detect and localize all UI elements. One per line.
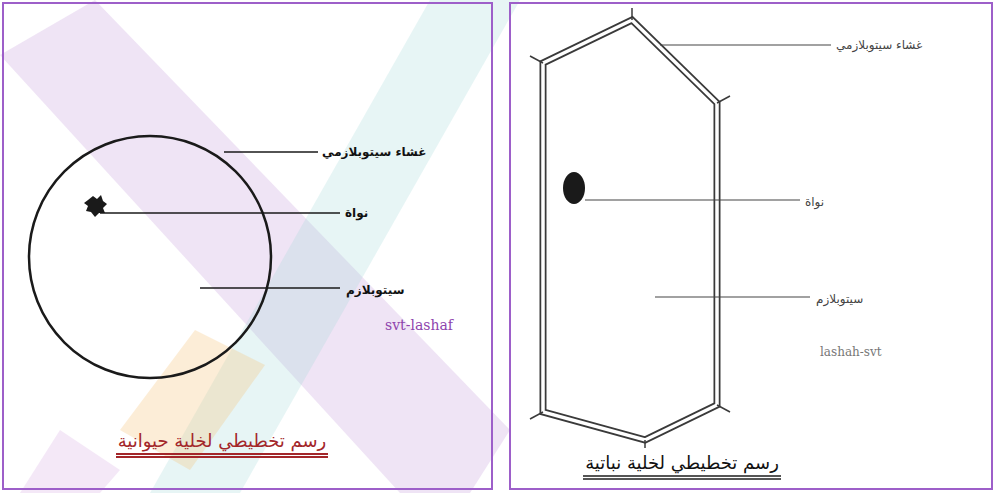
leader-line	[655, 296, 810, 297]
watermark-band	[20, 430, 120, 493]
leader-line	[585, 199, 800, 200]
part-label: سيتوبلازم	[346, 283, 404, 297]
figure-caption: رسم تخطيطي لخلية نباتية	[583, 452, 781, 480]
cell-wall	[530, 8, 730, 448]
figure-caption: رسم تخطيطي لخلية حيوانية	[116, 430, 329, 458]
watermark-bands	[0, 0, 520, 493]
cell-membrane	[29, 136, 271, 378]
nucleus	[563, 172, 585, 204]
leader-line	[200, 287, 340, 289]
leader-line	[100, 212, 340, 214]
figure-panel: رسم تخطيطي لخلية حيوانية	[2, 2, 493, 490]
watermark-text: svt-lashaf	[385, 317, 453, 333]
part-label: نواة	[805, 195, 824, 209]
figure-panel: رسم تخطيطي لخلية نباتية	[509, 2, 993, 490]
part-label: غشاء سيتوبلازمي	[322, 145, 426, 159]
part-label: سيتوبلازم	[816, 292, 863, 306]
leader-line	[224, 151, 318, 153]
part-label: نواة	[345, 206, 368, 220]
leader-line	[660, 44, 831, 45]
watermark-text: lashah-svt	[820, 345, 882, 359]
part-label: غشاء سيتوبلازمي	[836, 38, 922, 52]
